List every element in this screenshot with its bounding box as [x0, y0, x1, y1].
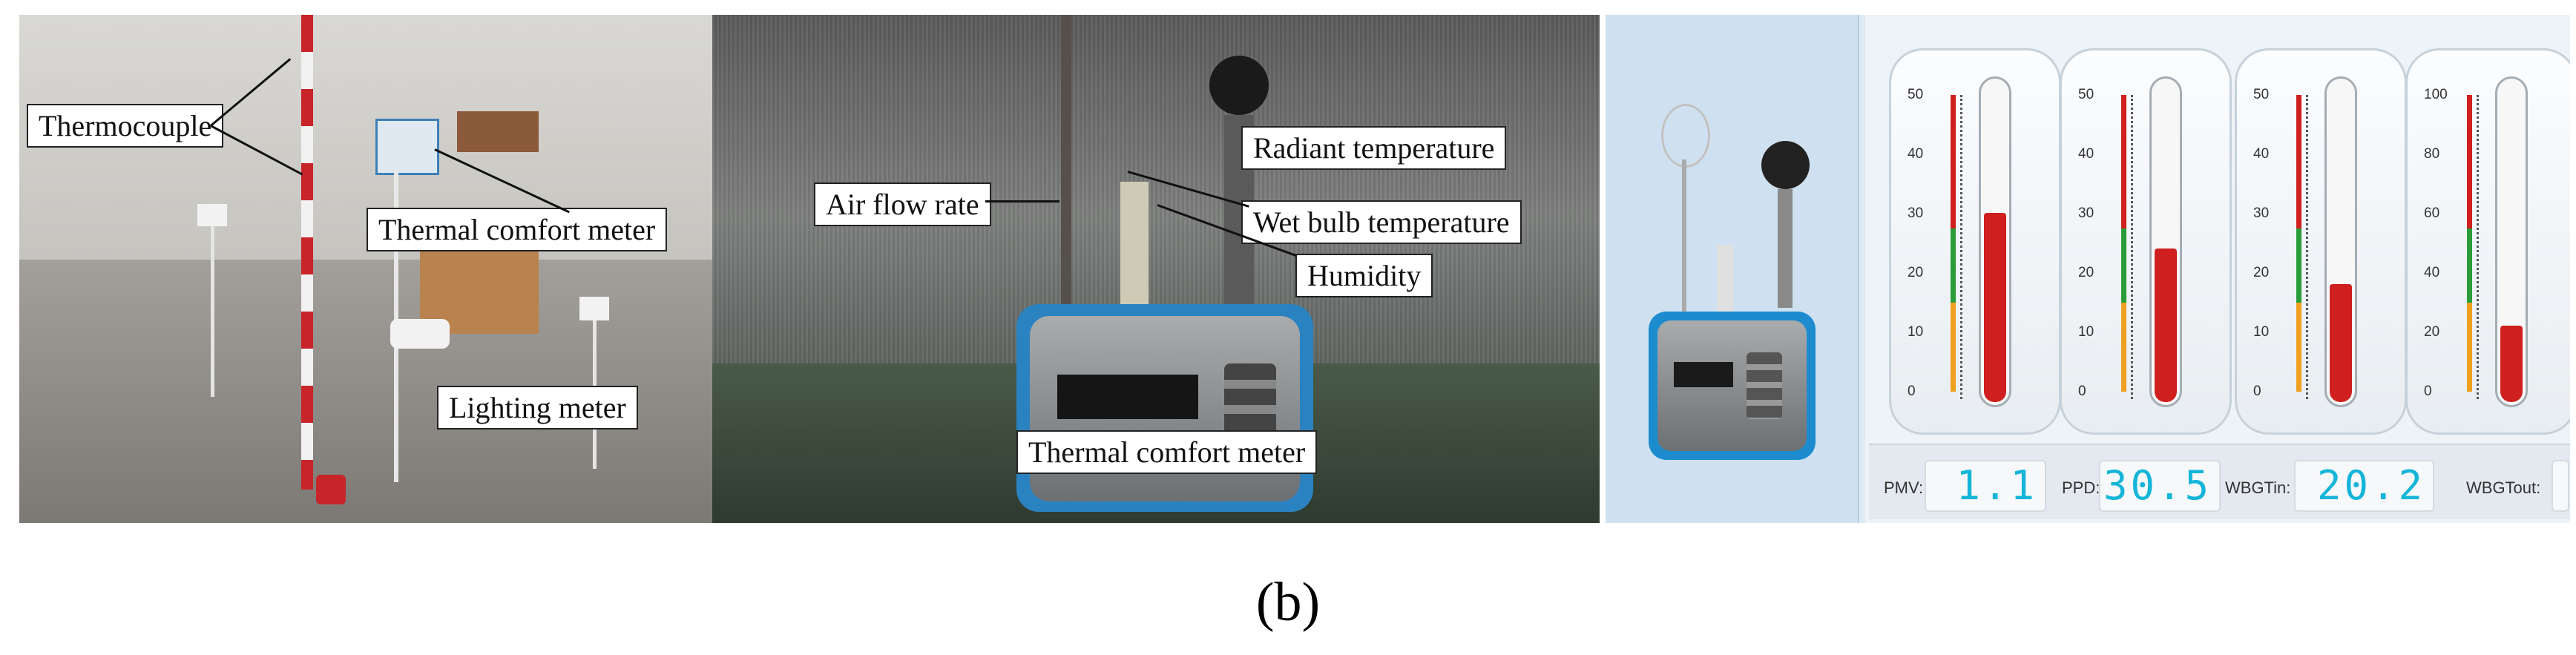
ppd-label: PPD:	[2062, 478, 2100, 497]
anemometer-rod	[1061, 15, 1071, 312]
thermal-comfort-meter-label: Thermal comfort meter	[367, 208, 668, 251]
gauge-tick-label: 40	[1908, 146, 1924, 162]
gauge-tick-label: 50	[2253, 87, 2270, 102]
sensor-head	[579, 297, 609, 320]
gauge-range-band	[2121, 303, 2126, 392]
thermometer-tube	[2324, 76, 2357, 407]
gauge-range-band	[2467, 303, 2472, 392]
gauge-range-band	[1951, 228, 1956, 303]
gauge-tick-label: 0	[1908, 384, 1916, 399]
thermometer-tube	[2149, 76, 2182, 407]
gauge-range-band	[2121, 228, 2126, 303]
globe-sensor	[1209, 56, 1269, 115]
gauge-tick-label: 40	[2424, 265, 2440, 280]
gauge-tick-label: 0	[2424, 384, 2432, 399]
gauge-scale-dots	[1960, 95, 1965, 399]
thermometer-gauge: 50 40 30 20 10 0	[2060, 48, 2232, 435]
lighting-meter-device	[390, 319, 450, 349]
crate	[457, 111, 539, 152]
radiant-temperature-label: Radiant temperature	[1241, 126, 1507, 170]
sensor-rod	[1682, 159, 1686, 315]
thermal-comfort-meter-label: Thermal comfort meter	[1016, 430, 1318, 474]
software-ui-panel: PMV: 1.1 PPD: 30.5 WBGTin: 20.2 WBGTout:…	[1606, 15, 2570, 523]
thermometer-gauge: 50 40 30 20 10 0	[1889, 48, 2061, 435]
meter-screen	[1057, 375, 1198, 419]
thermometer-tube	[1979, 76, 2011, 407]
air-flow-rate-label: Air flow rate	[814, 182, 991, 226]
gauge-scale-dots	[2131, 95, 2135, 399]
device-screen	[1674, 362, 1733, 387]
anemometer-cage-icon	[1661, 104, 1710, 168]
pmv-label: PMV:	[1884, 478, 1923, 497]
gauge-range-band	[2467, 95, 2472, 228]
gauge-range-band	[2121, 95, 2126, 228]
gauge-tick-label: 60	[2424, 205, 2440, 221]
gauge-scale-dots	[2306, 95, 2310, 399]
gauge-tick-label: 40	[2253, 146, 2270, 162]
thermocouple-pole	[301, 15, 313, 490]
gauge-tick-label: 20	[2078, 265, 2094, 280]
gauge-tick-label: 0	[2078, 384, 2086, 399]
gauge-tick-label: 20	[2424, 324, 2440, 340]
thermocouple-label: Thermocouple	[27, 104, 224, 148]
gauge-tick-label: 30	[2078, 205, 2094, 221]
globe-sensor-icon	[1761, 141, 1810, 189]
gauge-tick-label: 100	[2424, 87, 2448, 102]
wbgtout-label: WBGTout:	[2466, 478, 2541, 497]
gauge-scale-dots	[2477, 95, 2481, 399]
gauge-range-band	[2296, 95, 2301, 228]
wbgtout-value	[2552, 460, 2569, 512]
gauge-range-band	[2296, 303, 2301, 392]
gauge-tick-label: 20	[1908, 265, 1924, 280]
thermometer-gauge: 100 80 60 40 20 0	[2405, 48, 2570, 435]
gauge-tick-label: 0	[2253, 384, 2261, 399]
instrument-photo-panel: Radiant temperature Air flow rate Wet bu…	[712, 15, 1600, 523]
lighting-meter-label: Lighting meter	[437, 386, 638, 429]
thermometer-fill	[2155, 248, 2177, 402]
pmv-value: 1.1	[1925, 460, 2046, 512]
gauge-tick-label: 10	[1908, 324, 1924, 340]
thermometer-tube	[2495, 76, 2528, 407]
gauge-tick-label: 30	[2253, 205, 2270, 221]
thermometer-fill	[2330, 284, 2352, 402]
leader-line	[985, 200, 1059, 203]
gauge-range-band	[2296, 228, 2301, 303]
gauge-range-band	[1951, 95, 1956, 228]
thermometer-gauge: 50 40 30 20 10 0	[2235, 48, 2407, 435]
gauge-tick-label: 20	[2253, 265, 2270, 280]
thermometer-fill	[2500, 326, 2523, 402]
gauge-tick-label: 10	[2253, 324, 2270, 340]
wbgtin-value: 20.2	[2294, 460, 2434, 512]
gauge-range-band	[1951, 303, 1956, 392]
figure-caption: (b)	[1255, 572, 1321, 633]
gauge-tick-label: 10	[2078, 324, 2094, 340]
humidity-label: Humidity	[1295, 254, 1433, 297]
device-keypad	[1747, 352, 1782, 419]
setup-photo-panel: Thermocouple Thermal comfort meter Light…	[19, 15, 712, 523]
sensor-head	[197, 204, 227, 226]
wbgtin-label: WBGTin:	[2225, 478, 2291, 497]
gauge-range-band	[2467, 228, 2472, 303]
tripod-leg	[211, 226, 214, 397]
gauge-tick-label: 80	[2424, 146, 2440, 162]
thermometer-fill	[1984, 213, 2006, 402]
wet-bulb-temperature-label: Wet bulb temperature	[1241, 200, 1522, 244]
sensor-stem	[1778, 189, 1793, 308]
gauge-tick-label: 30	[1908, 205, 1924, 221]
humidity-probe	[1120, 182, 1149, 308]
gauge-tick-label: 40	[2078, 146, 2094, 162]
gauge-tick-label: 50	[2078, 87, 2094, 102]
ppd-value: 30.5	[2099, 460, 2221, 512]
humidity-probe	[1717, 245, 1733, 312]
gauge-tick-label: 50	[1908, 87, 1924, 102]
red-device	[316, 475, 346, 504]
comfort-meter-device	[375, 119, 439, 175]
